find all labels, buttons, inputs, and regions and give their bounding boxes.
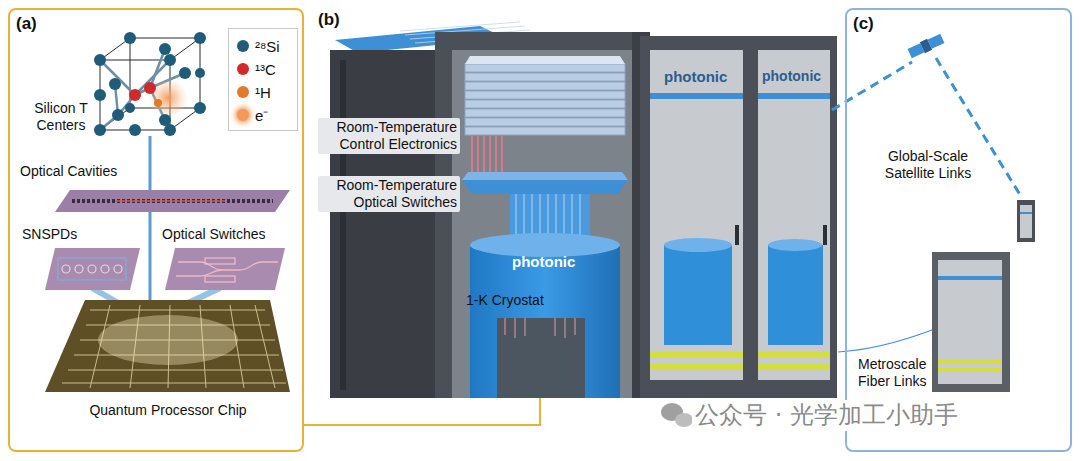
door-handle [735, 225, 739, 245]
legend-box: ²⁸Si ¹³C ¹H e⁻ [228, 28, 298, 131]
legend-swatch [237, 86, 249, 98]
cavity-plate [55, 190, 290, 212]
legend-swatch [237, 63, 249, 75]
small-rack [1017, 200, 1035, 242]
rack-stripe [758, 352, 830, 358]
switch-waveguides [176, 258, 278, 282]
electronics-top [465, 56, 625, 64]
snspd-detectors [62, 265, 122, 273]
brand-logo: photonic [762, 68, 821, 85]
part-label: Room-Temperature Optical Switches [318, 176, 460, 212]
back-rack [330, 50, 452, 398]
rack-cryostat-top [768, 239, 822, 251]
rack-stripe [650, 352, 743, 358]
crystal-lattice [100, 38, 200, 130]
rack-stripe [650, 93, 743, 99]
legend-row: ¹³C [237, 60, 276, 78]
rack [640, 36, 752, 398]
satellite [907, 33, 945, 59]
rack-interior [452, 50, 632, 398]
legend-text: ²⁸Si [255, 38, 280, 55]
switch-plate [165, 248, 285, 290]
cavity-mode [115, 200, 225, 202]
legend-swatch [237, 109, 249, 121]
part-label: Optical Cavities [20, 163, 117, 180]
part-label: Quantum Processor Chip [68, 402, 268, 419]
silicon-atoms [94, 32, 206, 136]
control-electronics [465, 64, 625, 135]
panel-letter: (c) [853, 14, 874, 34]
main-rack [435, 32, 650, 398]
snspd-frame [58, 258, 126, 280]
rack-cryostat [664, 245, 732, 345]
chip-glow [98, 315, 238, 365]
part-label: Metroscale Fiber Links [858, 356, 948, 390]
glass-door [938, 260, 1002, 384]
rack-stripe [758, 364, 830, 370]
rack-cryostat [768, 245, 823, 345]
cryostat-body [470, 245, 620, 398]
legend-text: ¹³C [255, 61, 276, 78]
legend-text: ¹H [255, 84, 271, 101]
part-label: Global-Scale Satellite Links [872, 148, 984, 182]
rack-stripe [758, 93, 830, 99]
watermark: 公众号 · 光学加工小助手 [692, 400, 961, 431]
wechat-icon [661, 403, 693, 427]
switch-top [462, 172, 628, 180]
door-handle [823, 225, 827, 245]
part-label: Silicon T Centers [22, 100, 100, 134]
part-label: Optical Switches [162, 226, 265, 243]
rack-stripe [1020, 212, 1032, 214]
part-label: SNSPDs [22, 226, 77, 243]
snspd-plate [45, 248, 140, 290]
brand-logo: photonic [664, 68, 727, 86]
rack-stripe [938, 276, 1002, 280]
rack-stripe [938, 360, 1002, 364]
rack-stripe [650, 364, 743, 370]
processor-chip [45, 300, 290, 392]
remote-rack [932, 252, 1010, 392]
legend-swatch [237, 40, 249, 52]
glass-door [758, 50, 830, 380]
stack-line [149, 136, 152, 192]
panel-letter: (b) [318, 10, 340, 30]
brand-logo: photonic [512, 253, 575, 271]
legend-row: e⁻ [237, 106, 268, 124]
rack-stripe [938, 368, 1002, 372]
part-label: Room-Temperature Control Electronics [318, 118, 460, 154]
rack-rail [340, 60, 346, 390]
cryostat-wiring [505, 318, 575, 338]
link-line [304, 398, 540, 425]
legend-row: ¹H [237, 83, 271, 101]
small-rack-door [1020, 205, 1032, 238]
glass-door [650, 50, 743, 380]
optical-switch-unit [462, 180, 628, 194]
stack-line [149, 212, 152, 305]
carbon-atom [144, 82, 156, 94]
fiber-link [838, 330, 932, 352]
legend-text: e⁻ [255, 105, 268, 125]
carbon-atom [129, 89, 141, 101]
part-label: 1-K Cryostat [466, 292, 544, 309]
legend-row: ²⁸Si [237, 37, 280, 55]
rack [752, 36, 837, 398]
rf-cables [472, 136, 502, 172]
chip-grid [62, 305, 286, 388]
rack-cryostat-top [664, 238, 732, 252]
cryostat-window [497, 318, 585, 398]
cavity-holes [72, 199, 273, 203]
satellite-link [832, 62, 912, 110]
panel-letter: (a) [16, 14, 37, 34]
hydrogen-atom [154, 99, 162, 107]
